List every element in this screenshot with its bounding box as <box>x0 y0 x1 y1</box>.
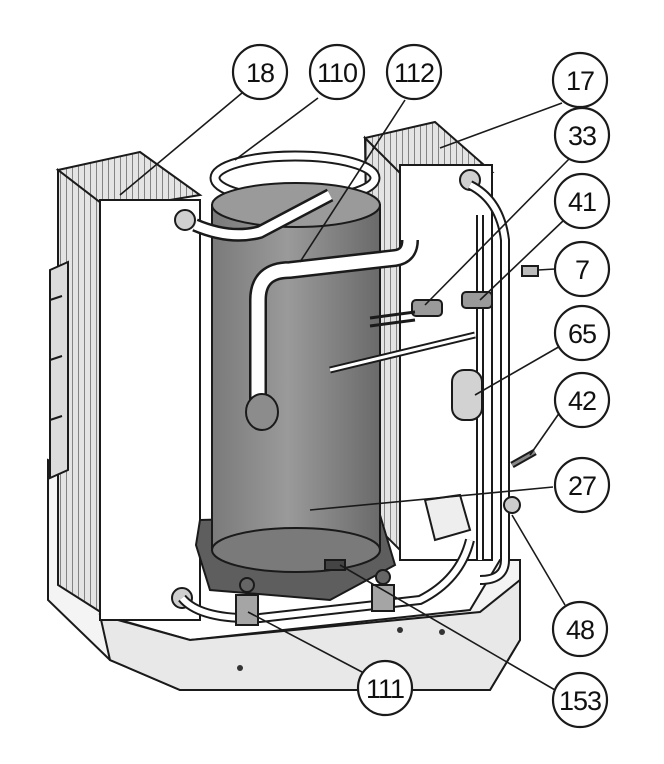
suction-pipe <box>192 188 419 431</box>
callout-42-label: 42 <box>568 386 596 416</box>
callout-33-label: 33 <box>568 121 596 151</box>
callout-27-label: 27 <box>568 471 596 501</box>
callout-41: 41 <box>553 172 611 230</box>
callout-111: 111 <box>356 659 414 717</box>
callout-7: 7 <box>553 240 611 298</box>
leader-lines <box>119 92 571 691</box>
callout-41-label: 41 <box>568 187 596 217</box>
callout-17-label: 17 <box>566 66 594 96</box>
callout-42: 42 <box>553 371 611 429</box>
callout-153: 153 <box>551 671 609 729</box>
callout-18-label: 18 <box>246 58 274 88</box>
callout-33: 33 <box>553 106 611 164</box>
filter-drier <box>451 369 483 421</box>
callout-48: 48 <box>551 600 609 658</box>
callout-112-label: 112 <box>394 58 434 88</box>
left-heat-exchanger <box>49 150 203 621</box>
vibration-mounts <box>235 569 395 626</box>
compressor <box>194 182 397 602</box>
callout-111-label: 111 <box>366 674 404 704</box>
callout-65-label: 65 <box>568 319 596 349</box>
callout-65: 65 <box>553 304 611 362</box>
callout-153-label: 153 <box>559 686 601 716</box>
callout-18: 18 <box>231 43 289 101</box>
callout-7-label: 7 <box>575 255 589 285</box>
callout-27: 27 <box>553 456 611 514</box>
callout-48-label: 48 <box>566 615 594 645</box>
callout-110: 110 <box>308 43 366 101</box>
callout-112: 112 <box>385 43 443 101</box>
callout-17: 17 <box>551 51 609 109</box>
callout-110-label: 110 <box>317 58 357 88</box>
